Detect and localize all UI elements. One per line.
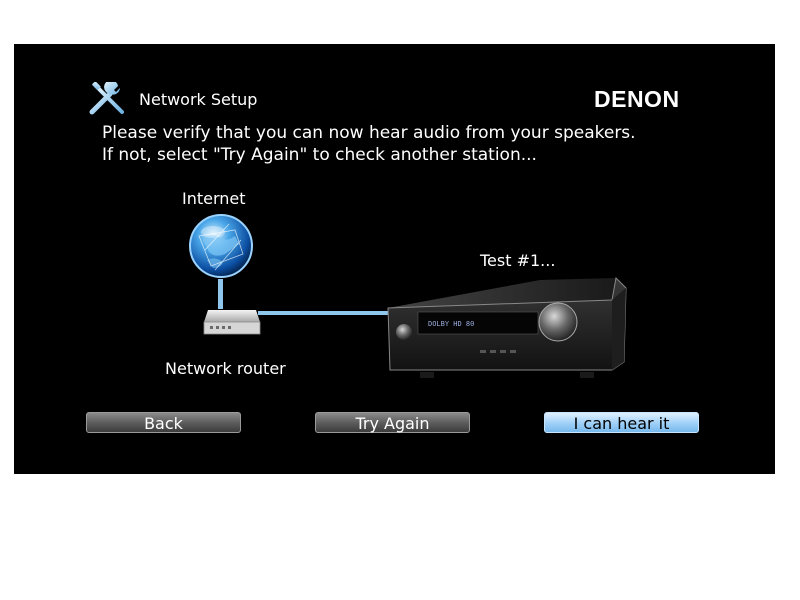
instruction-line-1: Please verify that you can now hear audi… bbox=[102, 123, 636, 143]
page-title: Network Setup bbox=[139, 90, 258, 109]
back-button[interactable]: Back bbox=[86, 412, 241, 433]
try-again-button[interactable]: Try Again bbox=[315, 412, 470, 433]
test-status-label: Test #1... bbox=[480, 251, 556, 270]
router-connection-line bbox=[258, 311, 390, 315]
av-receiver-image: DOLBY HD 80 bbox=[387, 276, 627, 378]
tv-screen bbox=[14, 44, 775, 474]
svg-text:DOLBY HD 80: DOLBY HD 80 bbox=[428, 320, 474, 328]
brand-logo: DENON bbox=[594, 86, 680, 112]
internet-globe-icon bbox=[189, 214, 253, 278]
internet-label: Internet bbox=[182, 189, 246, 208]
tools-icon bbox=[89, 82, 124, 115]
instruction-line-2: If not, select "Try Again" to check anot… bbox=[102, 145, 537, 165]
network-router-icon bbox=[203, 310, 261, 335]
internet-connection-line bbox=[218, 279, 223, 309]
i-can-hear-it-button[interactable]: I can hear it bbox=[544, 412, 699, 433]
router-label: Network router bbox=[165, 359, 286, 378]
